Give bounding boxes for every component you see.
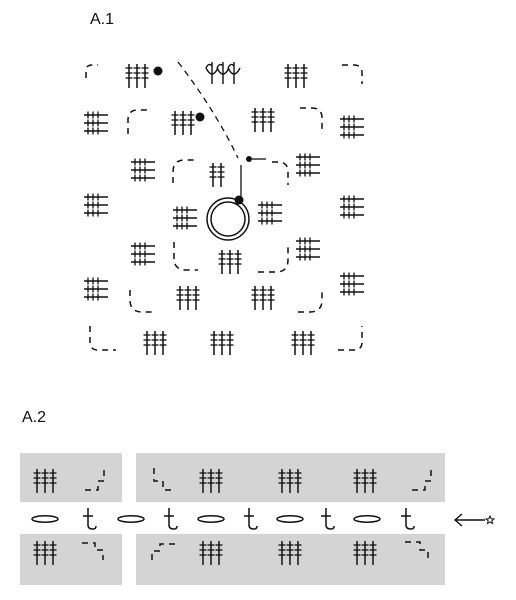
diagram-a2-title: A.2 <box>22 409 47 426</box>
diagram-a1-title: A.1 <box>90 11 115 28</box>
start-arrow-icon <box>453 513 496 527</box>
diagram-a1 <box>84 61 364 355</box>
diagram-a2 <box>20 453 496 585</box>
